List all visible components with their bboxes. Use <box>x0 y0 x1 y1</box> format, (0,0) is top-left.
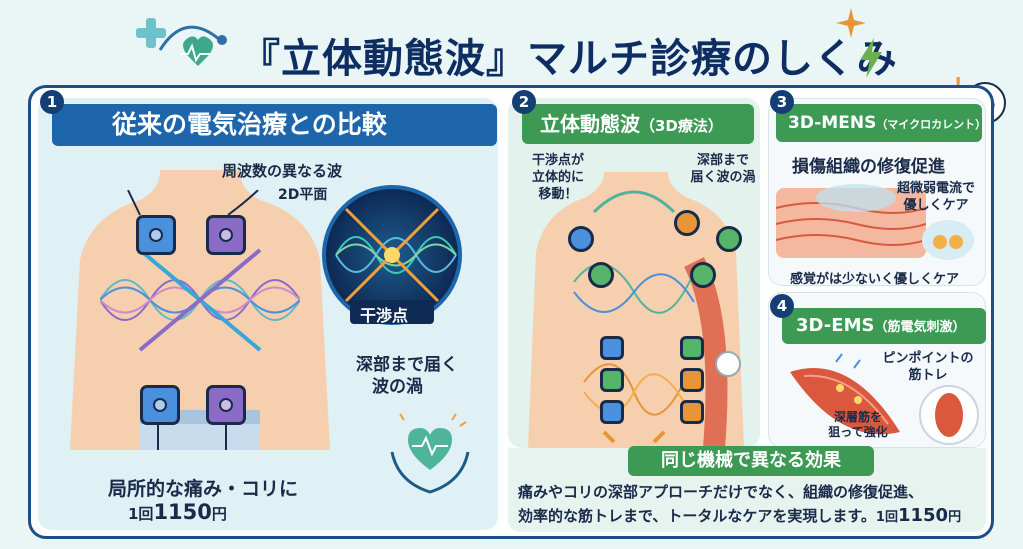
panel4-label-pinpoint: ピンポイントの 筋トレ <box>876 350 980 384</box>
label-vortex-line1: 深部まで届く <box>356 355 458 375</box>
summary-header: 同じ機械で異なる効果 <box>628 446 874 476</box>
panel4-label-deep: 深層筋を 狙って強化 <box>816 410 900 440</box>
panel2-header: 立体動態波（3D療法） <box>522 104 754 144</box>
panel1-header: 従来の電気治療との比較 <box>52 104 497 146</box>
panel2-label-right-l1: 深部まで <box>696 153 749 168</box>
panel3-header-sub: （マイクロカレント） <box>876 118 982 131</box>
panel3-label: 超微弱電流で 優しくケア <box>886 180 986 214</box>
electrode-orange-3 <box>680 400 704 424</box>
electrode-green-5 <box>680 336 704 360</box>
deep-muscle-circle-icon <box>919 385 979 445</box>
panel3-header-main: 3D-MENS <box>788 113 877 133</box>
label-vortex-line2: 波の渦 <box>372 377 423 397</box>
label-wave-frequencies: 周波数の異なる波 <box>222 162 343 180</box>
label-2d-plane: 2D平面 <box>278 187 328 203</box>
exclamation-mark: ! <box>954 74 962 95</box>
panel2-header-main: 立体動態波 <box>540 112 640 136</box>
panel2-label-left-l2: 立体的に <box>531 170 584 185</box>
panel1-caption: 局所的な痛み・コリに <box>108 478 299 500</box>
interference-waves-icon <box>335 207 457 303</box>
electrode-blue-3 <box>600 400 624 424</box>
summary-line2: 効率的な筋トレまで、トータルなケアを実現します。 <box>518 507 876 525</box>
summary-price-value: 1150 <box>897 505 949 526</box>
electrode-orange-2 <box>680 368 704 392</box>
panel3-label-l1: 超微弱電流で <box>896 181 975 196</box>
lightning-bolt-icon <box>860 38 882 78</box>
summary-line1: 痛みやコリの深部アプローチだけでなく、組織の修復促進、 <box>518 483 924 501</box>
panel3-header: 3D-MENS（マイクロカレント） <box>776 104 982 142</box>
panel3-caption: 感覚がは少ないく優しくケア <box>790 272 960 287</box>
panel1-price: 1回1150円 <box>128 500 227 524</box>
panel1-price-value: 1150 <box>153 500 212 524</box>
panel2-label-left-l3: 移動！ <box>538 187 578 202</box>
panel2-label-right-l2: 届く波の渦 <box>690 170 756 185</box>
panel4-label-deep-l1: 深層筋を <box>833 410 882 424</box>
summary-text: 痛みやコリの深部アプローチだけでなく、組織の修復促進、 効率的な筋トレまで、トー… <box>518 480 988 530</box>
electrode-blue-1 <box>568 226 594 252</box>
medical-cross-heart-icon <box>136 18 227 66</box>
interference-point-badge <box>350 300 434 324</box>
panel2-label-left-l1: 干渉点が <box>531 153 584 168</box>
muscle-ems-illustration <box>790 353 900 435</box>
sparkle-icon <box>836 8 866 38</box>
electrode-green-4 <box>600 368 624 392</box>
electrode-green-3 <box>690 262 716 288</box>
electrode-blue-2 <box>600 336 624 360</box>
panel4-label-pinpoint-l2: 筋トレ <box>908 368 948 383</box>
panel4-label-pinpoint-l1: ピンポイントの <box>882 351 974 366</box>
2d-wave-illustration <box>100 248 300 352</box>
electrode-cables <box>127 190 259 450</box>
tissue-repair-illustration <box>776 184 926 258</box>
panel2-header-sub: （3D療法） <box>640 117 723 135</box>
panel2-label-right: 深部まで 届く波の渦 <box>680 152 766 186</box>
electrode-green-2 <box>716 226 742 252</box>
panel2-label-left: 干渉点が 立体的に 移動！ <box>520 152 596 203</box>
summary-price-prefix: 1回 <box>875 510 898 525</box>
panel2-number-badge: 2 <box>512 90 536 114</box>
electrode-orange-1 <box>674 210 700 236</box>
electrode-pad-top-left <box>136 215 176 255</box>
panel3-number-badge: 3 <box>770 90 794 114</box>
panel3-subtitle: 損傷組織の修復促進 <box>792 157 945 177</box>
panel4-number-badge: 4 <box>770 294 794 318</box>
electrode-green-1 <box>588 262 614 288</box>
electrode-pad-bottom-left <box>140 385 180 425</box>
panel4-header-sub: （筋電気刺激） <box>874 320 966 335</box>
electrode-pad-bottom-right <box>206 385 246 425</box>
panel1-price-suffix: 円 <box>211 505 227 523</box>
panel4-header-main: 3D-EMS <box>796 315 875 336</box>
summary-price-suffix: 円 <box>948 510 962 525</box>
panel4-label-deep-l2: 狙って強化 <box>828 425 888 439</box>
summary-line2-wrap: 効率的な筋トレまで、トータルなケアを実現します。1回1150円 <box>518 504 988 530</box>
panel3-label-l2: 優しくケア <box>903 198 969 213</box>
page-title: 『立体動態波』マルチ診療のしくみ <box>240 36 898 82</box>
electrode-pad-top-right <box>206 215 246 255</box>
hands-heart-icon <box>390 413 470 494</box>
cell-repair-icon <box>922 220 974 260</box>
panel4-header: 3D-EMS（筋電気刺激） <box>782 308 986 344</box>
panel1-price-prefix: 1回 <box>128 505 154 523</box>
interference-point-label: 干渉点 <box>360 306 409 325</box>
panel1-number-badge: 1 <box>40 90 64 114</box>
